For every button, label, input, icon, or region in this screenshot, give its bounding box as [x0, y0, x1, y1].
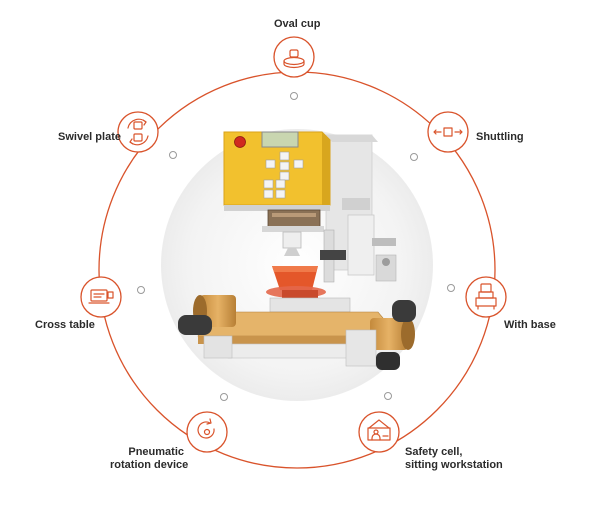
label-oval-cup: Oval cup [274, 18, 321, 30]
safety-cell-icon [367, 419, 391, 441]
node-safety-cell[interactable] [358, 411, 400, 453]
cross-table-icon [88, 289, 114, 304]
rotation-icon [197, 418, 215, 439]
base-icon [475, 283, 497, 310]
label-with-base: With base [504, 319, 556, 331]
node-pneumatic-rotation[interactable] [186, 411, 228, 453]
label-safety-cell: Safety cell, sitting workstation [405, 446, 503, 472]
node-shuttling[interactable] [427, 111, 469, 153]
label-safety-cell-line-1: Safety cell, [405, 446, 463, 458]
label-pneumatic-line-2: rotation device [110, 459, 189, 471]
swivel-plate-icon [127, 118, 149, 146]
label-pneumatic-line-1: Pneumatic [128, 446, 184, 458]
label-shuttling: Shuttling [476, 131, 524, 143]
node-swivel-plate[interactable] [117, 111, 159, 153]
label-cross-table: Cross table [35, 319, 95, 331]
shuttling-icon [433, 127, 463, 137]
label-swivel-plate: Swivel plate [58, 131, 121, 143]
oval-cup-icon [283, 49, 305, 69]
node-with-base[interactable] [465, 276, 507, 318]
pad-printing-machine-photo [178, 131, 416, 370]
label-pneumatic-rotation: Pneumatic rotation device [110, 446, 189, 472]
label-safety-cell-line-2: sitting workstation [405, 459, 503, 471]
connector-dots [137, 92, 455, 401]
